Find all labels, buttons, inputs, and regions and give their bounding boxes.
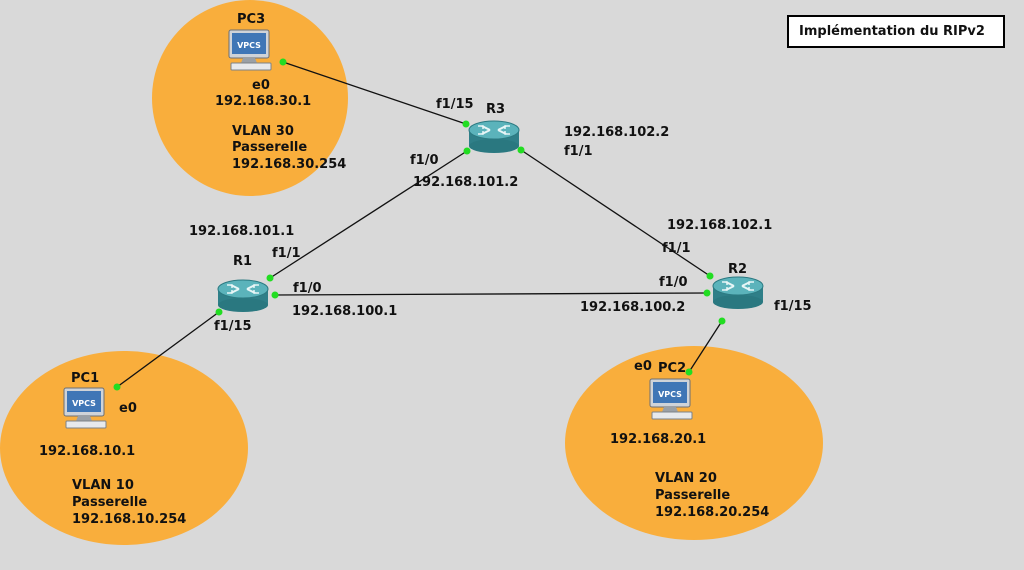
link-dot — [685, 368, 693, 376]
link-dot — [279, 58, 287, 66]
r1-f1-15-label: f1/15 — [214, 319, 252, 334]
r2-f1-15-label: f1/15 — [774, 299, 812, 314]
r2-name: R2 — [728, 262, 747, 277]
r3-f1-0-ip: 192.168.101.2 — [413, 175, 518, 190]
link-endpoints — [113, 58, 726, 391]
vlan20-label: VLAN 20 — [655, 471, 717, 486]
r3-f1-1-label: f1/1 — [564, 144, 593, 159]
vlan20-zone — [565, 346, 823, 540]
r2-f1-1-ip: 192.168.102.1 — [667, 218, 772, 233]
link-r1-pc1[interactable] — [116, 311, 220, 388]
r3-name: R3 — [486, 102, 505, 117]
pc3-name: PC3 — [237, 12, 265, 27]
link-dot — [462, 120, 470, 128]
link-r2-pc2[interactable] — [688, 320, 723, 373]
link-dot — [706, 272, 714, 280]
r1-name: R1 — [233, 254, 252, 269]
pc2-port-label: e0 — [634, 359, 652, 374]
link-dot — [266, 274, 274, 282]
link-dot — [703, 289, 711, 297]
r2-f1-0-label: f1/0 — [659, 275, 688, 290]
r3-f1-15-label: f1/15 — [436, 97, 474, 112]
link-dot — [113, 383, 121, 391]
diagram-title: Implémentation du RIPv2 — [787, 15, 1005, 48]
link-dot — [517, 146, 525, 154]
link-pc3-r3[interactable] — [282, 61, 467, 125]
r1-f1-0-label: f1/0 — [293, 281, 322, 296]
pc1-screen-label: VPCS — [72, 399, 96, 408]
pc3-screen-label: VPCS — [237, 41, 261, 50]
vlan10-zone — [0, 351, 248, 545]
link-dot — [718, 317, 726, 325]
r3-f1-0-label: f1/0 — [410, 153, 439, 168]
pc1-node[interactable]: VPCS — [63, 387, 107, 429]
vlan10-label: VLAN 10 — [72, 478, 134, 493]
link-dot — [271, 291, 279, 299]
r1-f1-0-ip: 192.168.100.1 — [292, 304, 397, 319]
r1-f1-1-label: f1/1 — [272, 246, 301, 261]
link-r3-r1[interactable] — [269, 150, 468, 279]
r3-f1-1-ip: 192.168.102.2 — [564, 125, 669, 140]
link-dot — [215, 308, 223, 316]
r2-f1-1-label: f1/1 — [662, 241, 691, 256]
vlan30-zone — [152, 0, 348, 196]
r3-node[interactable] — [468, 120, 520, 154]
r2-node[interactable] — [712, 276, 764, 310]
link-dot — [463, 147, 471, 155]
pc3-node[interactable]: VPCS — [228, 29, 272, 71]
vlan10-gw-label: Passerelle — [72, 495, 147, 510]
pc1-name: PC1 — [71, 371, 99, 386]
pc3-port-label: e0 — [252, 78, 270, 93]
pc1-ip: 192.168.10.1 — [39, 444, 135, 459]
vlan30-gw: 192.168.30.254 — [232, 157, 346, 172]
vlan20-gw-label: Passerelle — [655, 488, 730, 503]
pc2-node[interactable]: VPCS — [649, 378, 693, 420]
vlan30-label: VLAN 30 — [232, 124, 294, 139]
r1-node[interactable] — [217, 279, 269, 313]
pc2-screen-label: VPCS — [658, 390, 682, 399]
pc2-ip: 192.168.20.1 — [610, 432, 706, 447]
r1-f1-1-ip: 192.168.101.1 — [189, 224, 294, 239]
vlan30-gw-label: Passerelle — [232, 140, 307, 155]
link-r3-r2[interactable] — [520, 149, 711, 277]
vlan20-gw: 192.168.20.254 — [655, 505, 769, 520]
pc3-ip: 192.168.30.1 — [215, 94, 311, 109]
link-r1-r2[interactable] — [274, 292, 708, 296]
pc1-port-label: e0 — [119, 401, 137, 416]
r2-f1-0-ip: 192.168.100.2 — [580, 300, 685, 315]
vlan10-gw: 192.168.10.254 — [72, 512, 186, 527]
pc2-name: PC2 — [658, 361, 686, 376]
